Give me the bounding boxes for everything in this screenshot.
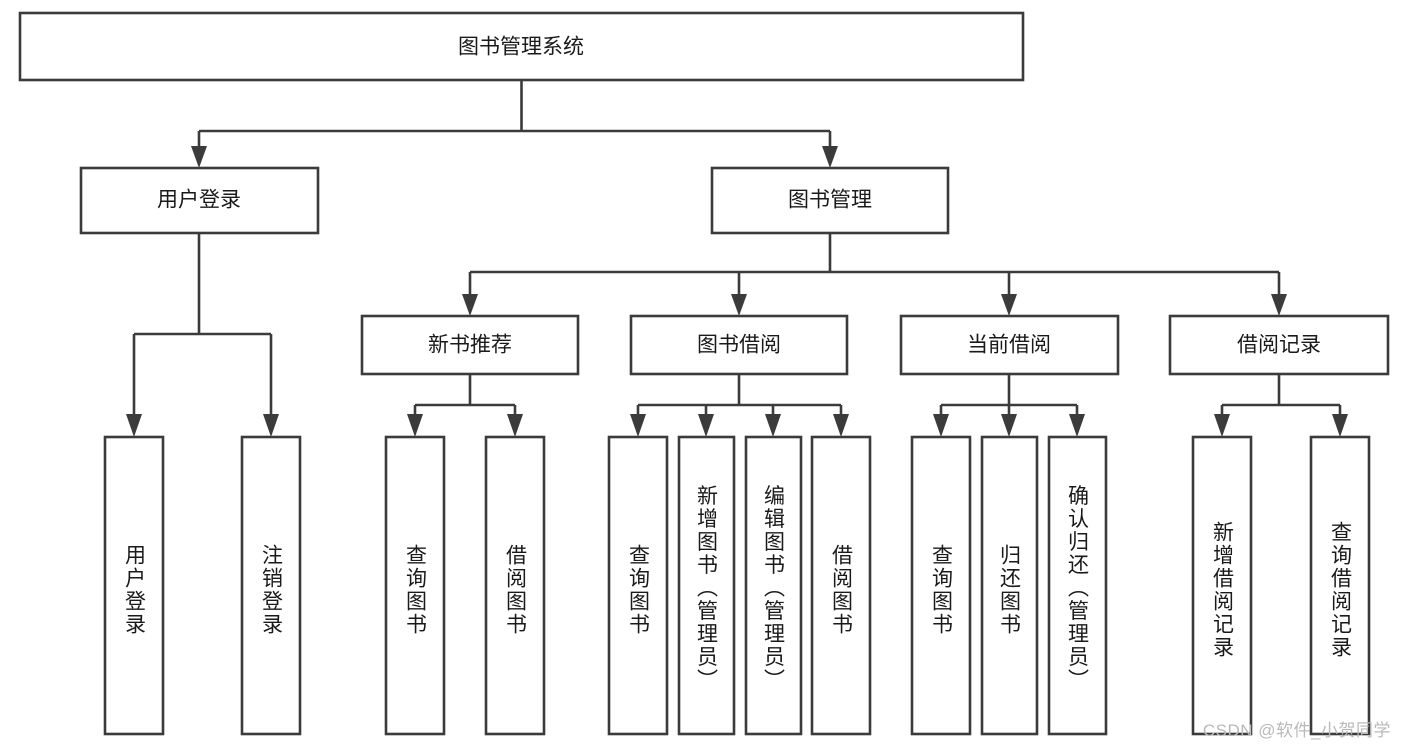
leaf-box-book-borrow-3[interactable] — [744, 435, 803, 736]
node-user-login-label: 用户登录 — [157, 189, 241, 212]
leaf-node-borrow-record-1[interactable]: 新增借阅记录 — [1191, 435, 1253, 736]
leaf-box-current-borrow-2[interactable] — [980, 435, 1039, 736]
leaf-label-current-borrow-1: 查询图书 — [930, 544, 954, 636]
leaf-node-user-login-1[interactable]: 用户登录 — [103, 435, 165, 736]
leaf-label-user-login-2: 注销登录 — [260, 544, 284, 636]
leaf-node-new-book-2[interactable]: 借阅图书 — [484, 435, 546, 736]
arrow-icon-user-login — [191, 146, 207, 168]
node-book-management-label: 图书管理 — [788, 189, 872, 212]
leaf-label-borrow-record-1: 新增借阅记录 — [1211, 521, 1235, 659]
arrow-icon-bookborrow-c1 — [630, 414, 646, 437]
leaf-node-borrow-record-2[interactable]: 查询借阅记录 — [1309, 435, 1371, 736]
arrow-icon-bookborrow-c4 — [833, 414, 849, 437]
arrow-icon-userlogin-c2 — [263, 414, 279, 437]
arrow-icon-l3-current-borrow — [1001, 294, 1017, 316]
node-new-book-recommend-label: 新书推荐 — [428, 334, 512, 357]
leaf-label-new-book-2: 借阅图书 — [504, 544, 528, 636]
arrow-icon-l3-borrow-record — [1271, 294, 1287, 316]
arrow-icon-newbook-c2 — [507, 414, 523, 437]
leaf-box-new-book-2[interactable] — [484, 435, 546, 736]
leaf-box-new-book-1[interactable] — [384, 435, 446, 736]
node-book-management-box[interactable] — [710, 166, 950, 235]
leaf-node-current-borrow-3[interactable]: 确认归还（管理员） — [1047, 435, 1108, 736]
leaf-node-current-borrow-2[interactable]: 归还图书 — [980, 435, 1039, 736]
node-root-box[interactable] — [18, 11, 1025, 82]
arrow-icon-currentborrow-c1 — [933, 414, 949, 437]
leaf-label-current-borrow-2: 归还图书 — [998, 544, 1022, 636]
node-book-borrow-label: 图书借阅 — [697, 334, 781, 357]
node-root-system[interactable]: 图书管理系统 — [18, 11, 1025, 82]
node-current-borrow-label: 当前借阅 — [967, 334, 1051, 357]
leaf-label-user-login-1: 用户登录 — [123, 544, 147, 636]
arrow-icon-bookborrow-c2 — [698, 414, 714, 437]
leaf-label-book-borrow-3: 编辑图书（管理员） — [762, 485, 786, 692]
arrow-icon-userlogin-c1 — [126, 414, 142, 437]
leaf-node-book-borrow-3[interactable]: 编辑图书（管理员） — [744, 435, 803, 736]
arrow-icon-bookborrow-c3 — [765, 414, 781, 437]
arrow-icon-currentborrow-c2 — [1001, 414, 1017, 437]
arrow-icon-l3-new-book — [462, 294, 478, 316]
leaf-label-book-borrow-2: 新增图书（管理员） — [695, 485, 719, 692]
leaf-node-new-book-1[interactable]: 查询图书 — [384, 435, 446, 736]
arrow-icon-newbook-c1 — [407, 414, 423, 437]
leaf-label-book-borrow-1: 查询图书 — [627, 544, 651, 636]
leaf-node-book-borrow-2[interactable]: 新增图书（管理员） — [677, 435, 736, 736]
arrow-icon-currentborrow-c3 — [1069, 414, 1085, 437]
node-book-borrow[interactable]: 图书借阅 — [629, 314, 849, 376]
leaf-box-current-borrow-3[interactable] — [1047, 435, 1108, 736]
arrow-icon-borrowrecord-c1 — [1214, 414, 1230, 437]
leaf-label-new-book-1: 查询图书 — [404, 544, 428, 636]
node-borrow-record-box[interactable] — [1168, 314, 1390, 376]
arrow-icon-borrowrecord-c2 — [1332, 414, 1348, 437]
leaf-box-borrow-record-1[interactable] — [1191, 435, 1253, 736]
leaf-node-book-borrow-4[interactable]: 借阅图书 — [810, 435, 872, 736]
leaf-box-book-borrow-4[interactable] — [810, 435, 872, 736]
arrow-icon-book-mgmt — [822, 146, 838, 168]
leaf-box-book-borrow-2[interactable] — [677, 435, 736, 736]
leaf-box-borrow-record-2[interactable] — [1309, 435, 1371, 736]
leaf-label-borrow-record-2: 查询借阅记录 — [1329, 521, 1353, 659]
leaf-node-user-login-2[interactable]: 注销登录 — [240, 435, 302, 736]
node-borrow-record[interactable]: 借阅记录 — [1168, 314, 1390, 376]
leaf-label-current-borrow-3: 确认归还（管理员） — [1066, 485, 1090, 692]
node-book-borrow-box[interactable] — [629, 314, 849, 376]
node-root-label: 图书管理系统 — [458, 36, 584, 59]
node-user-login-box[interactable] — [79, 166, 320, 235]
node-new-book-recommend[interactable]: 新书推荐 — [360, 314, 580, 376]
leaf-box-book-borrow-1[interactable] — [607, 435, 669, 736]
leaf-node-book-borrow-1[interactable]: 查询图书 — [607, 435, 669, 736]
node-book-management[interactable]: 图书管理 — [710, 166, 950, 235]
connector-layer — [126, 80, 1348, 437]
node-borrow-record-label: 借阅记录 — [1237, 334, 1321, 357]
leaf-box-user-login-1[interactable] — [103, 435, 165, 736]
arrow-icon-l3-book-borrow — [731, 294, 747, 316]
node-current-borrow[interactable]: 当前借阅 — [899, 314, 1120, 376]
node-new-book-recommend-box[interactable] — [360, 314, 580, 376]
leaf-box-user-login-2[interactable] — [240, 435, 302, 736]
leaf-node-current-borrow-1[interactable]: 查询图书 — [910, 435, 972, 736]
leaf-label-book-borrow-4: 借阅图书 — [830, 544, 854, 636]
node-current-borrow-box[interactable] — [899, 314, 1120, 376]
leaf-box-current-borrow-1[interactable] — [910, 435, 972, 736]
node-user-login[interactable]: 用户登录 — [79, 166, 320, 235]
